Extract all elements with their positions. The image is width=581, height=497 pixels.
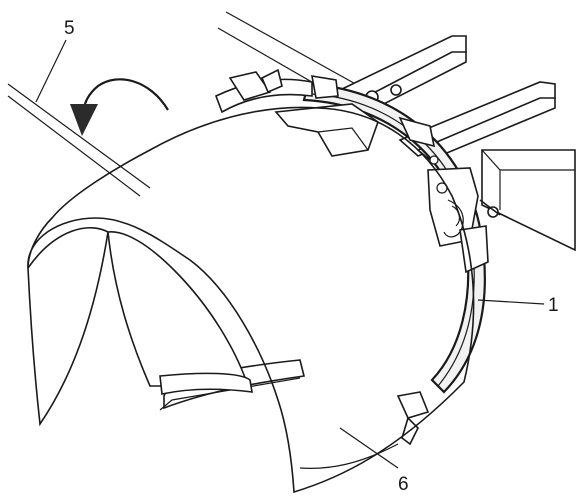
hoop-top-clips <box>214 68 379 157</box>
machine-arm <box>7 11 371 197</box>
callout-fabric: 6 <box>339 427 409 495</box>
cap-hoop <box>302 82 489 394</box>
callout-hoop: 1 <box>477 295 559 316</box>
callout-hoop-label: 1 <box>548 295 559 316</box>
rotation-arrow <box>70 78 169 136</box>
fabric-sheet <box>27 106 475 494</box>
callout-fabric-label: 6 <box>398 474 409 495</box>
callout-arm: 5 <box>35 18 75 103</box>
callout-arm-label: 5 <box>64 18 75 39</box>
